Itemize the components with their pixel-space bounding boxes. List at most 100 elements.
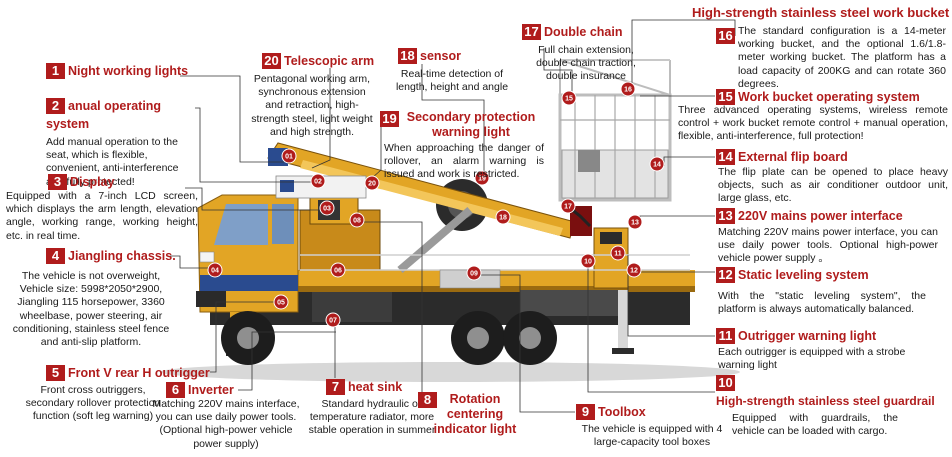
callout-badge-8: 8 [418, 391, 437, 408]
truck-marker-label-04: 04 [211, 268, 219, 275]
truck-marker-09: 09 [466, 265, 482, 281]
callout-title-9: Toolbox [598, 405, 646, 419]
truck-marker-dot-15 [561, 90, 577, 106]
truck-marker-label-18: 18 [499, 215, 507, 222]
callout-desc-14: The flip plate can be opened to place he… [718, 166, 948, 205]
truck-marker-label-06: 06 [334, 268, 342, 275]
truck-marker-15: 15 [561, 90, 577, 106]
truck-marker-label-14: 14 [653, 162, 661, 169]
truck-marker-13: 13 [627, 214, 643, 230]
callout-desc-16: The standard configuration is a 14-meter… [738, 25, 946, 90]
truck-marker-label-13: 13 [631, 220, 639, 227]
truck-marker-dot-20 [364, 175, 380, 191]
callout-8: 8 [418, 391, 538, 409]
truck-marker-dot-09 [466, 265, 482, 281]
truck-marker-07: 07 [325, 312, 341, 328]
truck-marker-label-12: 12 [630, 268, 638, 275]
callout-title-1: Night working lights [68, 64, 189, 78]
callout-desc-20: Pentagonal working arm, synchronous exte… [251, 73, 373, 138]
truck-marker-05: 05 [273, 294, 289, 310]
callout-badge-13: 13 [716, 207, 735, 224]
callout-badge-9: 9 [576, 403, 595, 420]
truck-marker-19: 19 [474, 170, 490, 186]
callout-title-12: Static leveling system [738, 268, 869, 282]
truck-marker-dot-01 [281, 148, 297, 164]
callout-title-11: Outrigger warning light [738, 329, 877, 343]
truck-marker-dot-06 [330, 262, 346, 278]
callout-badge-4: 4 [46, 247, 65, 264]
truck-marker-dot-11 [610, 245, 626, 261]
truck-marker-dot-04 [207, 262, 223, 278]
truck-marker-label-19: 19 [478, 176, 486, 183]
truck-marker-14: 14 [649, 156, 665, 172]
truck-marker-12: 12 [626, 262, 642, 278]
header-title-box: High-strength stainless steel work bucke… [692, 4, 952, 22]
callout-10: 10 High-strength stainless steel guardra… [716, 374, 952, 409]
callout-badge-6: 6 [166, 381, 185, 398]
callout-title-2: anual operating system [46, 99, 162, 131]
callout-badge-11: 11 [716, 327, 735, 344]
truck-marker-18: 18 [495, 209, 511, 225]
callout-badge-1: 1 [46, 62, 65, 79]
callout-badge-15: 15 [716, 88, 735, 105]
callout-desc-2: Add manual operation to the seat, which … [46, 136, 179, 188]
callout-title-17: Double chain [544, 25, 623, 39]
truck-marker-label-20: 20 [368, 181, 376, 188]
callout-title-20: Telescopic arm [284, 54, 375, 68]
callout-desc-6: Matching 220V mains interface, you can u… [152, 398, 300, 450]
truck-marker-label-07: 07 [329, 318, 337, 325]
truck-marker-04: 04 [207, 262, 223, 278]
callout-title-7: heat sink [348, 380, 403, 394]
callout-title-18: sensor [420, 49, 461, 63]
callout-title-15: Work bucket operating system [738, 90, 920, 104]
truck-marker-02: 02 [310, 173, 326, 189]
truck-marker-03: 03 [319, 200, 335, 216]
callout-badge-12: 12 [716, 266, 735, 283]
callout-title-6: Inverter [188, 383, 234, 397]
callout-badge-2: 2 [46, 97, 65, 114]
truck-marker-dot-05 [273, 294, 289, 310]
callout-title-5: Front V rear H outrigger [68, 366, 210, 380]
callout-16: 16 [716, 27, 736, 45]
callout-desc-3: Equipped with a 7-inch LCD screen, which… [6, 190, 198, 242]
callout-title-8: Rotation centering indicator light [433, 392, 517, 436]
callout-desc-7: Standard hydraulic oil temperature radia… [308, 398, 436, 437]
callout-desc-13: Matching 220V mains power interface, you… [718, 226, 938, 265]
callout-badge-5: 5 [46, 364, 65, 381]
truck-marker-label-03: 03 [323, 206, 331, 213]
truck-marker-label-15: 15 [565, 96, 573, 103]
truck-marker-label-10: 10 [584, 259, 592, 266]
truck-marker-10: 10 [580, 253, 596, 269]
callout-badge-19: 19 [380, 110, 399, 127]
callout-title-14: External flip board [738, 150, 848, 164]
truck-marker-17: 17 [560, 198, 576, 214]
truck-marker-dot-10 [580, 253, 596, 269]
callout-desc-12: With the "static leveling system", the p… [718, 290, 926, 316]
callout-badge-10: 10 [716, 374, 735, 391]
truck-marker-dot-02 [310, 173, 326, 189]
truck-marker-label-05: 05 [277, 300, 285, 307]
truck-marker-dot-17 [560, 198, 576, 214]
callout-19: 19 [380, 110, 400, 128]
callout-desc-4: The vehicle is not overweight, Vehicle s… [12, 270, 170, 349]
callout-desc-19: When approaching the danger of rollover,… [384, 142, 544, 181]
truck-marker-06: 06 [330, 262, 346, 278]
truck-marker-01: 01 [281, 148, 297, 164]
callout-title-4: Jiangling chassis. [68, 249, 176, 263]
truck-marker-dot-19 [474, 170, 490, 186]
callout-title-13: 220V mains power interface [738, 209, 903, 223]
callout-badge-7: 7 [326, 378, 345, 395]
